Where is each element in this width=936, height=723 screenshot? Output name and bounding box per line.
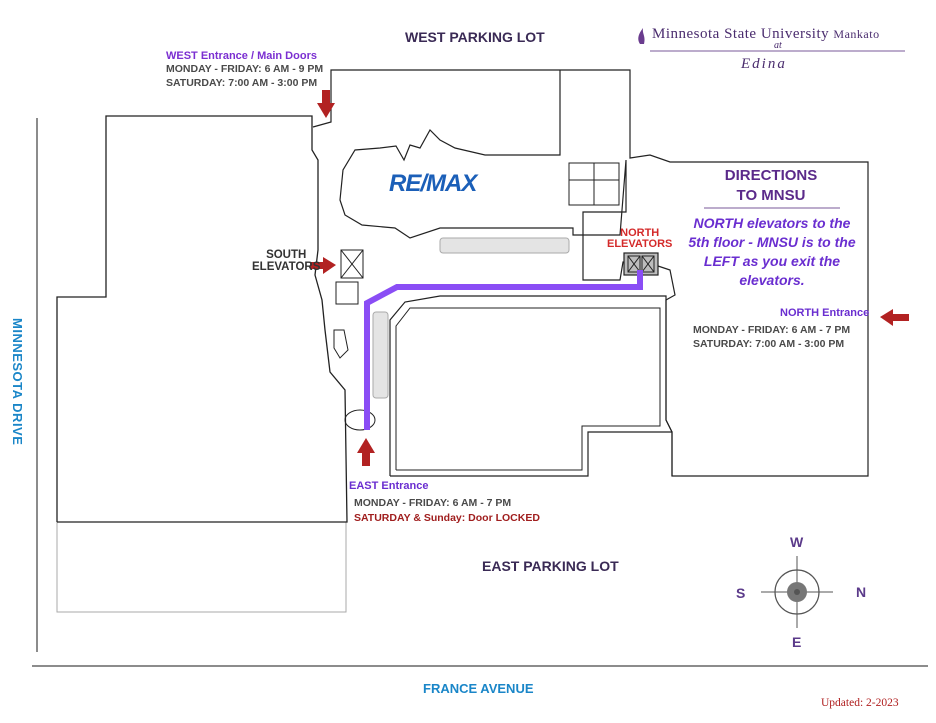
north-elevator-icon (623, 252, 659, 276)
france-avenue-label: FRANCE AVENUE (423, 681, 534, 696)
compass-icon (761, 556, 833, 628)
compass-n-label: N (856, 584, 867, 600)
directions-body: NORTH elevators to the 5th floor - MNSU … (688, 215, 856, 288)
flame-icon (638, 28, 645, 44)
south-elevators-label: SOUTH ELEVATORS (252, 249, 321, 273)
north-entrance-weekday-hours: MONDAY - FRIDAY: 6 AM - 7 PM (693, 324, 851, 336)
compass-e-label: E (792, 634, 802, 650)
south-wing-lower (56, 521, 347, 613)
east-entrance-weekday-hours: MONDAY - FRIDAY: 6 AM - 7 PM (354, 497, 512, 509)
east-entrance-arrow-icon (357, 438, 375, 466)
north-entrance-arrow-icon (880, 309, 909, 326)
institution-name: Minnesota State University Mankato (652, 26, 880, 42)
west-parking-lot-label: WEST PARKING LOT (405, 29, 545, 45)
north-entrance-title: NORTH Entrance (780, 307, 870, 319)
at-label: at (774, 40, 782, 51)
east-vestibule (344, 409, 376, 431)
south-elevator-arrow-icon (310, 257, 336, 274)
west-entrance-title: WEST Entrance / Main Doors (166, 50, 317, 62)
remax-logo: RE/MAX (389, 170, 477, 197)
compass-w-label: W (790, 534, 804, 550)
east-parking-lot-label: EAST PARKING LOT (482, 558, 619, 574)
west-entrance-arrow-icon (317, 90, 335, 118)
minnesota-drive-label: MINNESOTA DRIVE (10, 318, 25, 446)
upper-building-outline (312, 69, 869, 477)
directions-title: DIRECTIONS TO MNSU (724, 167, 818, 204)
corridor-bar-left (372, 311, 389, 399)
east-entrance-weekend-hours: SATURDAY & Sunday: Door LOCKED (354, 512, 540, 524)
south-elevator-icon (335, 249, 364, 305)
route-path (364, 270, 643, 430)
north-elevators-label: NORTH ELEVATORS (607, 227, 673, 250)
corridor-bar-upper (439, 237, 570, 254)
lower-building-inner (395, 307, 661, 471)
west-entrance-saturday-hours: SATURDAY: 7:00 AM - 3:00 PM (166, 77, 318, 89)
east-entrance-title: EAST Entrance (349, 480, 429, 492)
left-building-outline (56, 115, 348, 523)
north-entrance-saturday-hours: SATURDAY: 7:00 AM - 3:00 PM (693, 338, 845, 350)
lower-building-outline (389, 295, 673, 477)
west-entrance-weekday-hours: MONDAY - FRIDAY: 6 AM - 9 PM (166, 63, 324, 75)
compass-s-label: S (736, 585, 746, 601)
campus-name: Edina (741, 56, 787, 72)
updated-label: Updated: 2-2023 (821, 697, 899, 709)
